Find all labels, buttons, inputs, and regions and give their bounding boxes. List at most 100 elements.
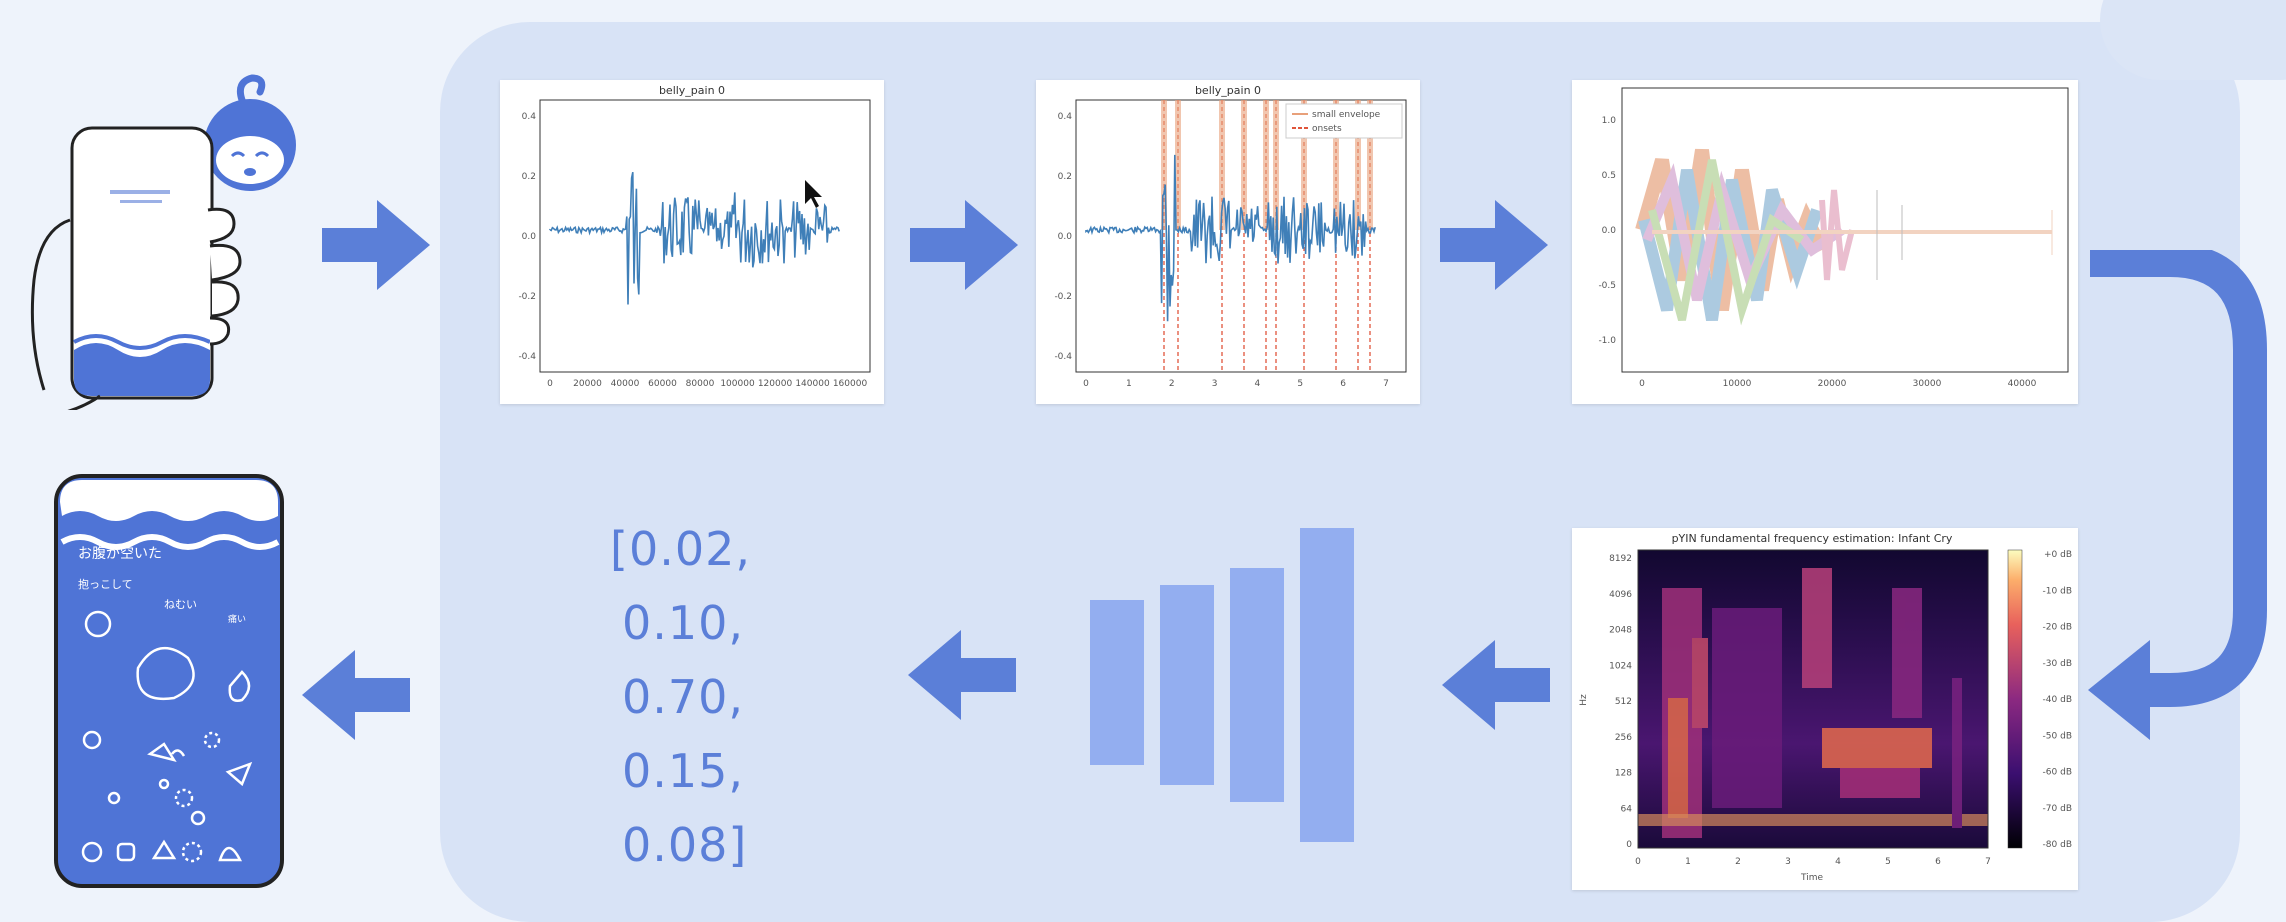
- x-tick-label: 0: [1639, 379, 1645, 389]
- envelope-peak: [1241, 100, 1247, 230]
- y-tick-label: 0.2: [1058, 172, 1072, 182]
- x-tick-label: 20000: [573, 379, 602, 389]
- overlaid-segments-trace: [1635, 148, 2053, 326]
- y-tick-label: 0.4: [1058, 112, 1073, 122]
- layer-bar: [1160, 585, 1214, 785]
- y-tick-label: 0.5: [1602, 171, 1616, 181]
- y-tick-label: -0.4: [518, 352, 536, 362]
- y-tick-label: 256: [1615, 733, 1632, 743]
- plot-title: belly_pain 0: [1195, 84, 1261, 97]
- segmented-waveform-plot: belly_pain 0 small envelope onsets 0.4 0.…: [1036, 80, 1420, 404]
- x-tick-label: 0: [1635, 857, 1641, 867]
- x-tick-label: 6: [1935, 857, 1941, 867]
- envelope-peak: [1161, 100, 1167, 230]
- legend-label: small envelope: [1312, 110, 1381, 120]
- envelope-peak: [1355, 100, 1361, 230]
- y-tick-label: 2048: [1609, 626, 1632, 636]
- curved-arrow-icon: [2088, 250, 2267, 740]
- y-tick-label: 512: [1615, 697, 1632, 707]
- x-tick-label: 6: [1340, 379, 1346, 389]
- y-tick-label: 1.0: [1602, 116, 1617, 126]
- y-tick-label: -1.0: [1598, 336, 1616, 346]
- legend: small envelope onsets: [1285, 103, 1403, 139]
- result-label-sleepy: ねむい: [164, 598, 197, 611]
- bubble-shapes: [81, 610, 253, 863]
- y-tick-label: -30 dB: [2043, 659, 2072, 669]
- x-tick-label: 60000: [648, 379, 677, 389]
- y-tick-label: 0.0: [1602, 226, 1617, 236]
- y-tick-label: -0.5: [1598, 281, 1616, 291]
- input-phone-illustration: [30, 74, 296, 410]
- arrow-left-icon: [1442, 640, 1550, 730]
- x-tick-label: 160000: [833, 379, 868, 389]
- y-tick-label: 128: [1615, 769, 1632, 779]
- x-tick-label: 7: [1985, 857, 1991, 867]
- waveform-trace: [1085, 154, 1376, 322]
- x-tick-label: 30000: [1913, 379, 1942, 389]
- probability-vector: [0.02, 0.10, 0.70, 0.15, 0.08]: [610, 512, 790, 882]
- result-headline: お腹が空いた: [78, 545, 162, 562]
- arrow-right-icon: [910, 200, 1018, 290]
- envelope-peak: [1333, 100, 1339, 230]
- x-tick-label: 40000: [611, 379, 640, 389]
- model-layers-diagram: [1090, 528, 1354, 842]
- y-tick-label: 0.4: [522, 112, 537, 122]
- y-tick-label: -0.2: [1054, 292, 1072, 302]
- y-tick-label: -0.4: [1054, 352, 1072, 362]
- spectrogram-energy: [1638, 568, 1988, 838]
- arrow-right-icon: [1440, 200, 1548, 290]
- arrow-left-icon: [302, 650, 410, 740]
- vector-line: 0.15,: [622, 744, 745, 798]
- x-tick-label: 4: [1255, 379, 1261, 389]
- y-tick-label: -10 dB: [2043, 586, 2072, 596]
- mouse-cursor-icon: [805, 180, 822, 208]
- y-tick-label: -50 dB: [2043, 731, 2072, 741]
- plot-title: belly_pain 0: [659, 84, 725, 97]
- arrow-right-icon: [322, 200, 430, 290]
- spectrogram-plot: pYIN fundamental frequency estimation: I…: [1572, 528, 2078, 890]
- x-tick-label: 20000: [1818, 379, 1847, 389]
- y-tick-label: +0 dB: [2044, 550, 2072, 560]
- y-tick-label: 0.0: [522, 232, 537, 242]
- colorbar: [2007, 549, 2023, 849]
- baby-mascot-icon: [204, 74, 296, 191]
- envelope-peak: [1219, 100, 1225, 230]
- x-tick-label: 5: [1885, 857, 1891, 867]
- envelope-peak: [1263, 100, 1269, 230]
- x-tick-label: 1: [1126, 379, 1132, 389]
- layer-bar: [1300, 528, 1354, 842]
- y-tick-label: -40 dB: [2043, 695, 2072, 705]
- x-tick-label: 80000: [686, 379, 715, 389]
- vector-line: [0.02,: [610, 522, 751, 576]
- y-tick-label: 0.2: [522, 172, 536, 182]
- y-tick-label: 0: [1626, 840, 1632, 850]
- layer-bar: [1230, 568, 1284, 802]
- x-tick-label: 120000: [758, 379, 793, 389]
- x-tick-label: 3: [1785, 857, 1791, 867]
- legend-label: onsets: [1312, 124, 1342, 134]
- x-tick-label: 5: [1297, 379, 1303, 389]
- x-tick-label: 0: [1083, 379, 1089, 389]
- y-tick-label: -20 dB: [2043, 623, 2072, 633]
- vector-line: 0.70,: [622, 670, 745, 724]
- x-tick-label: 40000: [2008, 379, 2037, 389]
- y-tick-label: 4096: [1609, 590, 1632, 600]
- envelope-peak: [1367, 100, 1373, 230]
- vector-line: 0.08]: [622, 818, 748, 872]
- vector-line: 0.10,: [622, 596, 745, 650]
- plot-title: pYIN fundamental frequency estimation: I…: [1672, 532, 1953, 545]
- y-tick-label: -60 dB: [2043, 768, 2072, 778]
- y-tick-label: 8192: [1609, 554, 1632, 564]
- arrow-left-icon: [908, 630, 1016, 720]
- x-tick-label: 3: [1212, 379, 1218, 389]
- result-label-hungry: 痛い: [228, 613, 246, 625]
- result-label-hold: 抱っこして: [78, 577, 133, 591]
- x-tick-label: 2: [1735, 857, 1741, 867]
- x-axis-label: Time: [1800, 873, 1823, 883]
- y-tick-label: -70 dB: [2043, 804, 2072, 814]
- envelope-peak: [1301, 100, 1307, 230]
- x-tick-label: 100000: [720, 379, 755, 389]
- y-tick-label: 64: [1621, 804, 1633, 814]
- x-tick-label: 4: [1835, 857, 1841, 867]
